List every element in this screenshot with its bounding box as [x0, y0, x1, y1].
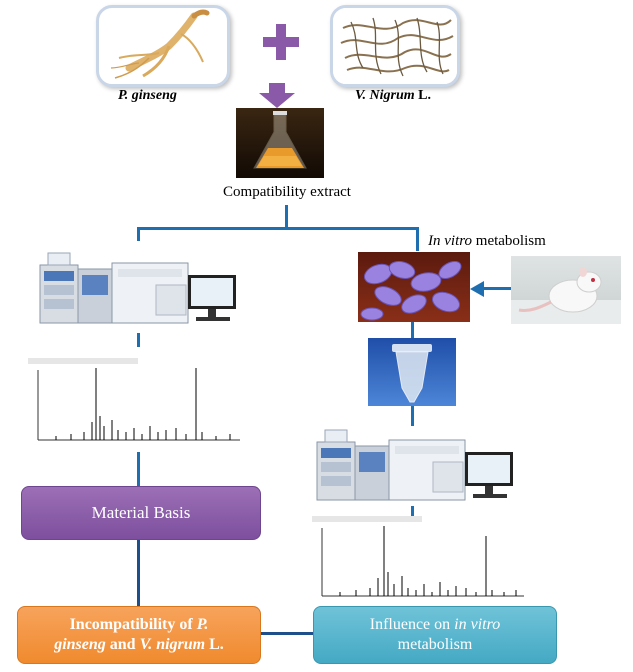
connector-right-instrument-down — [411, 506, 414, 520]
plus-sign — [259, 20, 303, 64]
lc-ms-instrument-right-icon — [316, 429, 513, 501]
connector-spectrum-to-material — [137, 452, 140, 486]
material-basis-box: Material Basis — [21, 486, 261, 540]
connector-rat-to-bacteria — [478, 287, 512, 290]
arrow-left-icon — [470, 281, 484, 297]
extract-image — [236, 108, 324, 178]
influence-box: Influence on in vitro metabolism — [313, 606, 557, 664]
connector-right-down — [416, 227, 419, 251]
v-nigrum-frame — [330, 5, 460, 87]
mass-spectrum-right — [312, 516, 524, 597]
v-nigrum-label: V. Nigrum L. — [355, 88, 432, 103]
bacteria-icon — [360, 260, 462, 321]
down-arrow-icon — [259, 83, 295, 108]
connector-left-down — [137, 227, 140, 241]
rat-icon — [511, 267, 621, 324]
dried-roots-icon — [333, 8, 457, 84]
ginseng-root-icon — [110, 9, 210, 79]
eppendorf-tube-icon — [392, 344, 432, 403]
rat-image — [511, 256, 621, 324]
flask-icon — [253, 111, 307, 169]
bacteria-image — [358, 252, 470, 322]
connector-left-instrument-down — [137, 333, 140, 347]
connector-material-to-incompat — [137, 540, 140, 606]
tube-image — [368, 338, 456, 406]
ginseng-label: P. ginseng — [118, 88, 177, 103]
connector-incompat-influence — [261, 632, 313, 635]
incompatibility-box: Incompatibility of P. ginseng and V. nig… — [17, 606, 261, 664]
connector-bacteria-to-tube — [411, 322, 414, 338]
connector-split — [137, 227, 419, 230]
lc-ms-instrument-icon — [39, 252, 236, 324]
connector-extract-down — [285, 205, 288, 229]
ginseng-frame — [96, 5, 230, 87]
extract-label: Compatibility extract — [223, 184, 351, 200]
mass-spectrum-left — [28, 358, 240, 441]
in-vitro-label: In vitro metabolism — [428, 233, 546, 249]
connector-tube-down — [411, 406, 414, 426]
